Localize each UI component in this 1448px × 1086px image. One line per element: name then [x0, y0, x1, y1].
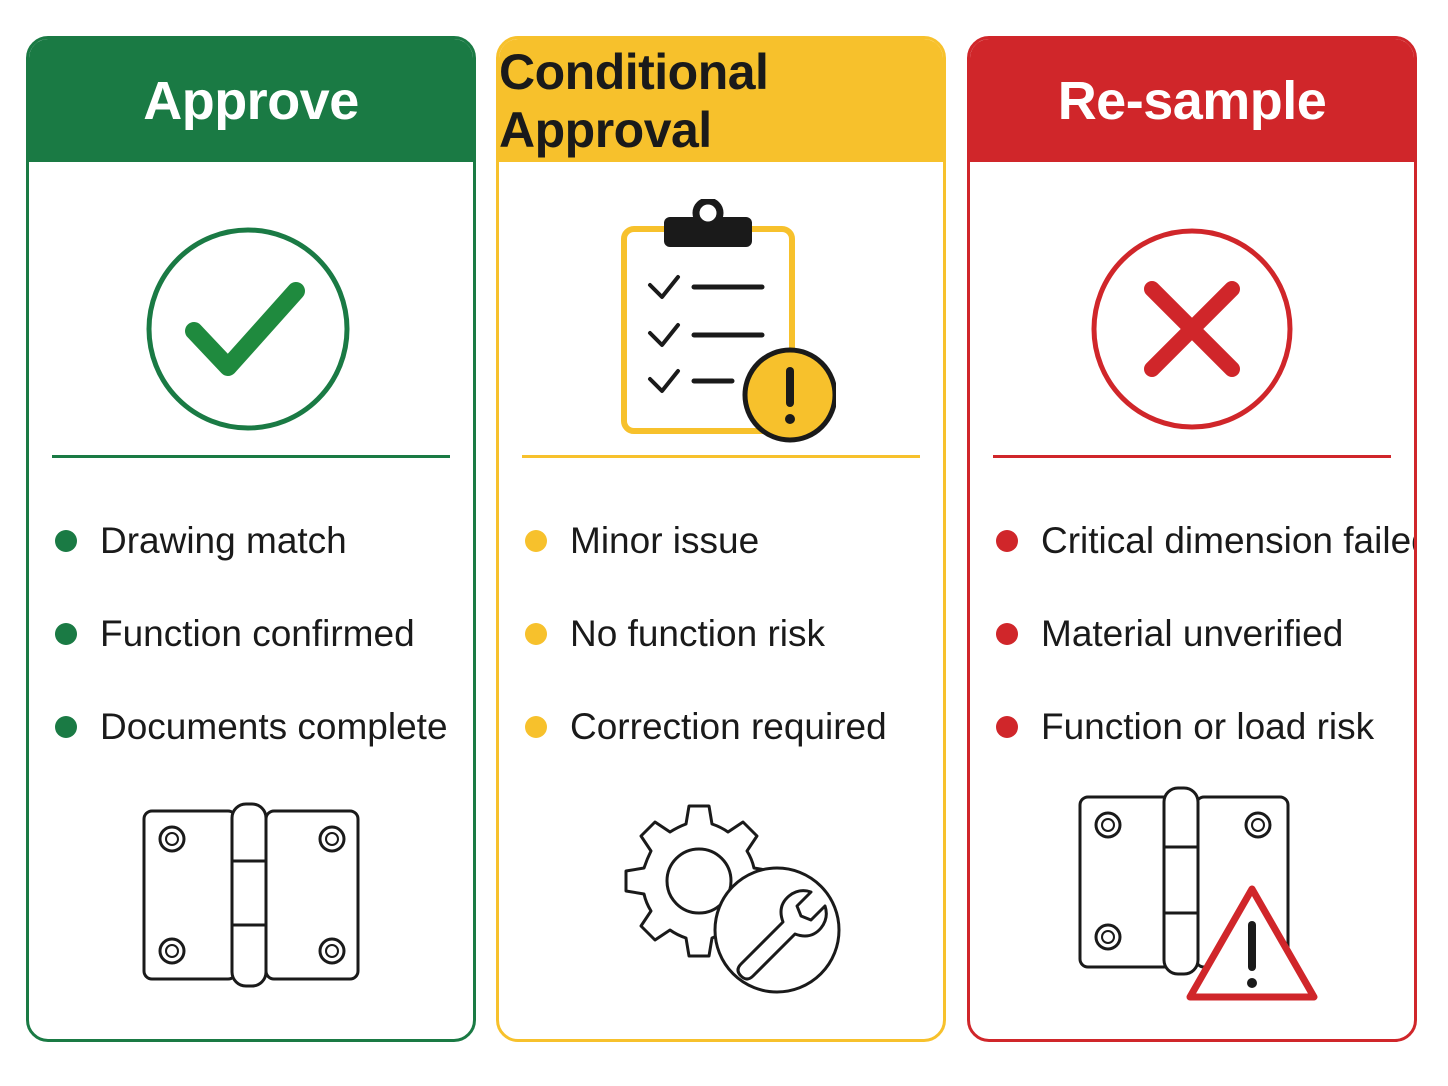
bullet-dot	[996, 715, 1018, 738]
divider	[522, 455, 920, 458]
divider	[52, 455, 450, 458]
list-item: Function or load risk	[970, 680, 1414, 773]
bullet-dot	[55, 529, 77, 552]
bullet-dot	[996, 622, 1018, 645]
hinge-warning-icon	[970, 779, 1414, 1009]
list-item: No function risk	[499, 587, 943, 680]
list-item: Material unverified	[970, 587, 1414, 680]
criteria-list: Drawing match Function confirmed Documen…	[29, 494, 473, 773]
card-title: Conditional Approval	[499, 39, 943, 162]
gear-wrench-icon	[499, 779, 943, 1009]
list-item-label: Function or load risk	[1041, 705, 1375, 747]
approve-card: Approve Drawing match Function confirmed…	[26, 36, 476, 1042]
check-circle-icon	[29, 189, 473, 469]
list-item: Minor issue	[499, 494, 943, 587]
list-item: Drawing match	[29, 494, 473, 587]
list-item-label: Drawing match	[100, 519, 347, 561]
card-title: Re-sample	[970, 39, 1414, 162]
divider	[993, 455, 1391, 458]
list-item-label: No function risk	[570, 612, 825, 654]
list-item: Correction required	[499, 680, 943, 773]
list-item-label: Function confirmed	[100, 612, 415, 654]
hinge-icon	[29, 779, 473, 1009]
re-sample-card: Re-sample Critical dimension failed Mate…	[967, 36, 1417, 1042]
list-item-label: Material unverified	[1041, 612, 1344, 654]
bullet-dot	[55, 715, 77, 738]
bullet-dot	[55, 622, 77, 645]
bullet-dot	[525, 622, 547, 645]
bullet-dot	[525, 715, 547, 738]
list-item: Documents complete	[29, 680, 473, 773]
list-item: Critical dimension failed	[970, 494, 1414, 587]
bullet-dot	[996, 529, 1018, 552]
bullet-dot	[525, 529, 547, 552]
list-item-label: Minor issue	[570, 519, 760, 561]
conditional-approval-card: Conditional Approval Minor issue No func…	[496, 36, 946, 1042]
x-circle-icon	[970, 189, 1414, 469]
list-item: Function confirmed	[29, 587, 473, 680]
list-item-label: Correction required	[570, 705, 887, 747]
clipboard-warning-icon	[499, 189, 943, 469]
card-title: Approve	[29, 39, 473, 162]
list-item-label: Documents complete	[100, 705, 448, 747]
list-item-label: Critical dimension failed	[1041, 519, 1417, 561]
criteria-list: Minor issue No function risk Correction …	[499, 494, 943, 773]
criteria-list: Critical dimension failed Material unver…	[970, 494, 1414, 773]
